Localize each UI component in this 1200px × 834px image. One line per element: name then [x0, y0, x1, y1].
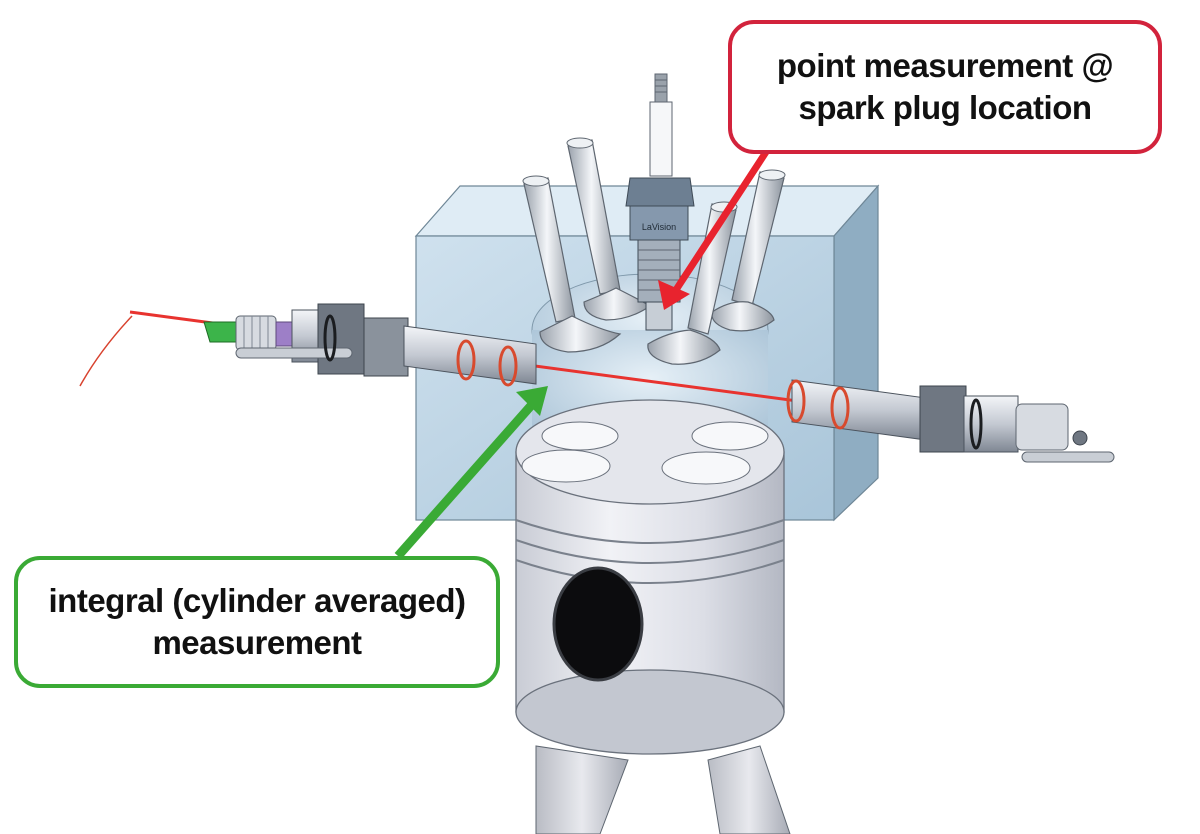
piston	[515, 399, 791, 834]
exhaust-valve-right	[711, 169, 786, 332]
integral-measurement-line1: integral (cylinder averaged)	[48, 582, 466, 619]
integral-measurement-line2: measurement	[152, 624, 362, 661]
point-measurement-arrow	[658, 148, 770, 310]
spark-plug-brand-text: LaVision	[642, 222, 676, 232]
point-measurement-line2: spark plug location	[798, 89, 1092, 126]
left-optical-probe	[203, 303, 537, 387]
integral-measurement-arrow	[394, 386, 548, 559]
point-measurement-callout: point measurement @ spark plug location	[728, 20, 1162, 154]
point-measurement-line1: point measurement @	[776, 47, 1114, 84]
integral-measurement-callout: integral (cylinder averaged) measurement	[14, 556, 500, 688]
right-optical-probe	[786, 379, 1115, 463]
intake-valve-right	[566, 137, 652, 321]
intake-valve-left	[522, 175, 622, 353]
